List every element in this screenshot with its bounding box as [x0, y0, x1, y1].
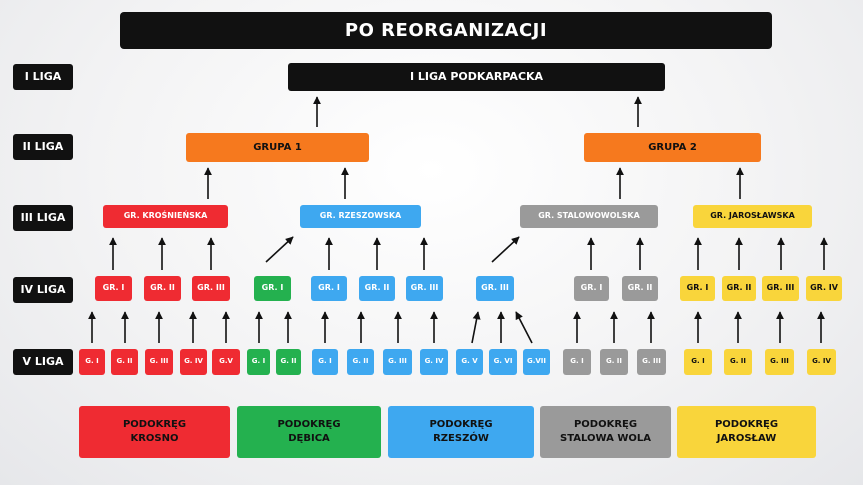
level-label-v-liga: V LIGA [13, 349, 73, 375]
podokreg-krosno-line1: PODOKRĘG [122, 418, 187, 430]
arrow-v-14-diag [515, 311, 533, 344]
node-iv-jaroslaw-gr-iv: GR. IV [806, 276, 842, 301]
node-iv-jaroslaw-gr-ii: GR. II [722, 276, 756, 301]
node-v-rzeszow-g-iii: G. III [383, 349, 412, 375]
arrow-iv-8-diag [491, 236, 520, 263]
podokreg-jaroslaw: PODOKRĘG JAROSŁAW [677, 406, 816, 458]
node-iv-krosno-gr-ii: GR. II [144, 276, 181, 301]
node-iv-debica-gr-i: GR. I [254, 276, 291, 301]
arrow-iv-4-diag [265, 236, 294, 263]
podokreg-stalowa-wola: PODOKRĘG STALOWA WOLA [540, 406, 671, 458]
node-grupa-2: GRUPA 2 [584, 133, 761, 162]
node-v-rzeszow-g-i: G. I [312, 349, 338, 375]
page-title: PO REORGANIZACJI [120, 12, 772, 49]
podokreg-rzeszow-line1: PODOKRĘG [429, 418, 493, 430]
node-v-stalowa-g-iii: G. III [637, 349, 666, 375]
node-iv-rzeszow-gr-iii-b: GR. III [476, 276, 514, 301]
node-gr-krosnienska: GR. KROŚNIEŃSKA [103, 205, 228, 228]
level-label-ii-liga: II LIGA [13, 134, 73, 160]
node-v-stalowa-g-i: G. I [563, 349, 591, 375]
node-iv-jaroslaw-gr-iii: GR. III [762, 276, 799, 301]
node-v-stalowa-g-ii: G. II [600, 349, 628, 375]
node-v-krosno-g-iii: G. III [145, 349, 173, 375]
node-v-debica-g-ii: G. II [276, 349, 301, 375]
node-iv-krosno-gr-iii: GR. III [192, 276, 230, 301]
podokreg-debica: PODOKRĘG DĘBICA [237, 406, 381, 458]
node-iv-stalowa-gr-i: GR. I [574, 276, 609, 301]
node-v-debica-g-i: G. I [247, 349, 270, 375]
node-v-rzeszow-g-vii: G.VII [523, 349, 550, 375]
podokreg-jaroslaw-line1: PODOKRĘG [714, 418, 779, 430]
node-iv-rzeszow-gr-ii: GR. II [359, 276, 395, 301]
node-grupa-1: GRUPA 1 [186, 133, 369, 162]
node-v-rzeszow-g-ii: G. II [347, 349, 374, 375]
node-v-rzeszow-g-v: G. V [456, 349, 483, 375]
node-v-krosno-g-iv: G. IV [180, 349, 207, 375]
podokreg-stalowa-wola-line1: PODOKRĘG [573, 418, 638, 430]
podokreg-rzeszow: PODOKRĘG RZESZÓW [388, 406, 534, 458]
level-label-i-liga: I LIGA [13, 64, 73, 90]
podokreg-debica-line2: DĘBICA [288, 433, 330, 444]
node-iv-krosno-gr-i: GR. I [95, 276, 132, 301]
node-v-krosno-g-v: G.V [212, 349, 240, 375]
node-v-krosno-g-ii: G. II [111, 349, 138, 375]
node-v-jaroslaw-g-iii: G. III [765, 349, 794, 375]
node-v-jaroslaw-g-i: G. I [684, 349, 712, 375]
node-iv-rzeszow-gr-iii: GR. III [406, 276, 443, 301]
node-iv-jaroslaw-gr-i: GR. I [680, 276, 715, 301]
node-v-rzeszow-g-iv: G. IV [420, 349, 448, 375]
node-i-liga-podkarpacka: I LIGA PODKARPACKA [288, 63, 665, 91]
level-label-iii-liga: III LIGA [13, 205, 73, 231]
node-gr-rzeszowska: GR. RZESZOWSKA [300, 205, 421, 228]
node-gr-stalowowolska: GR. STALOWOWOLSKA [520, 205, 658, 228]
podokreg-jaroslaw-line2: JAROSŁAW [716, 433, 777, 444]
podokreg-debica-line1: PODOKRĘG [277, 418, 341, 430]
node-iv-stalowa-gr-ii: GR. II [622, 276, 658, 301]
node-v-jaroslaw-g-ii: G. II [724, 349, 752, 375]
level-label-iv-liga: IV LIGA [13, 277, 73, 303]
node-v-rzeszow-g-vi: G. VI [489, 349, 517, 375]
node-v-jaroslaw-g-iv: G. IV [807, 349, 836, 375]
node-v-krosno-g-i: G. I [79, 349, 105, 375]
node-iv-rzeszow-gr-i: GR. I [311, 276, 347, 301]
podokreg-rzeszow-line2: RZESZÓW [433, 433, 489, 444]
node-gr-jaroslawska: GR. JAROSŁAWSKA [693, 205, 812, 228]
podokreg-krosno-line2: KROSNO [130, 433, 179, 444]
podokreg-krosno: PODOKRĘG KROSNO [79, 406, 230, 458]
arrow-v-12-diag [471, 311, 481, 344]
podokreg-stalowa-wola-line2: STALOWA WOLA [560, 433, 651, 444]
